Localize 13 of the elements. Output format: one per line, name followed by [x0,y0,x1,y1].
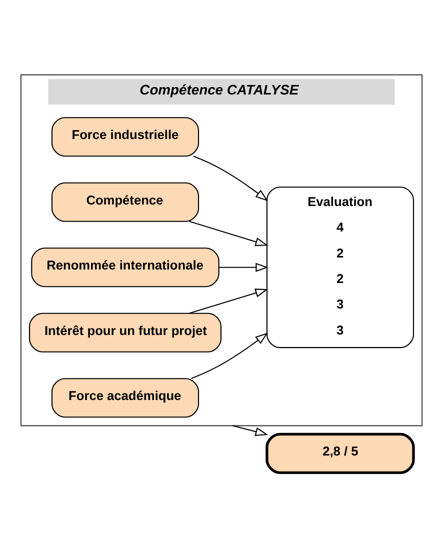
arrow [189,220,268,246]
node-box: 2,8 / 5 [266,432,415,474]
arrow [232,424,268,436]
arrow [219,262,268,272]
node-box: Intérêt pour un futur projet [28,312,222,352]
arrow [191,332,268,378]
node-box: Evaluation 4 2 2 3 3 [266,186,414,348]
node-box: Compétence [51,182,200,222]
node-box: Renommée internationale [31,247,220,287]
arrow [189,288,268,314]
node-box: Force académique [51,378,200,418]
arrow [193,155,268,201]
node-box: Force industrielle [51,116,200,156]
